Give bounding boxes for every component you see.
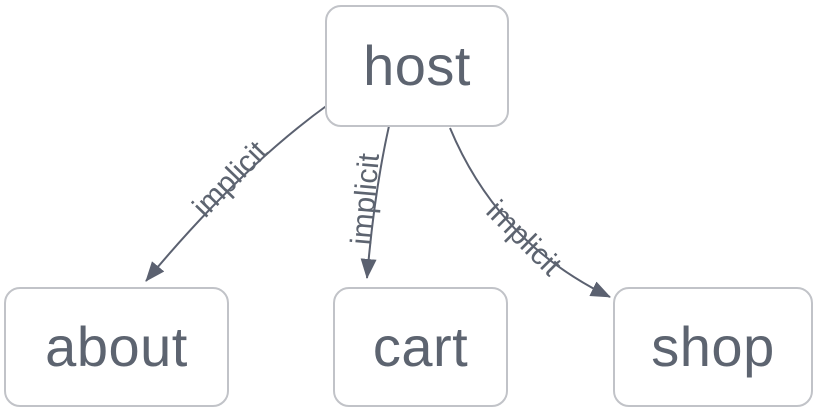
node-cart-label: cart: [372, 315, 469, 378]
node-host-label: host: [363, 34, 471, 97]
edge-label-host-about: implicit: [186, 134, 274, 223]
node-shop-label: shop: [651, 315, 775, 378]
node-host: host: [325, 5, 509, 127]
edge-host-shop: [449, 127, 611, 298]
node-about: about: [4, 287, 229, 407]
edge-label-host-cart: implicit: [345, 151, 386, 246]
edge-host-cart: [360, 125, 390, 279]
node-shop: shop: [613, 287, 813, 407]
node-cart: cart: [333, 287, 508, 407]
edge-host-about: [145, 103, 330, 282]
node-about-label: about: [45, 315, 188, 378]
edge-label-host-shop: implicit: [480, 194, 569, 283]
